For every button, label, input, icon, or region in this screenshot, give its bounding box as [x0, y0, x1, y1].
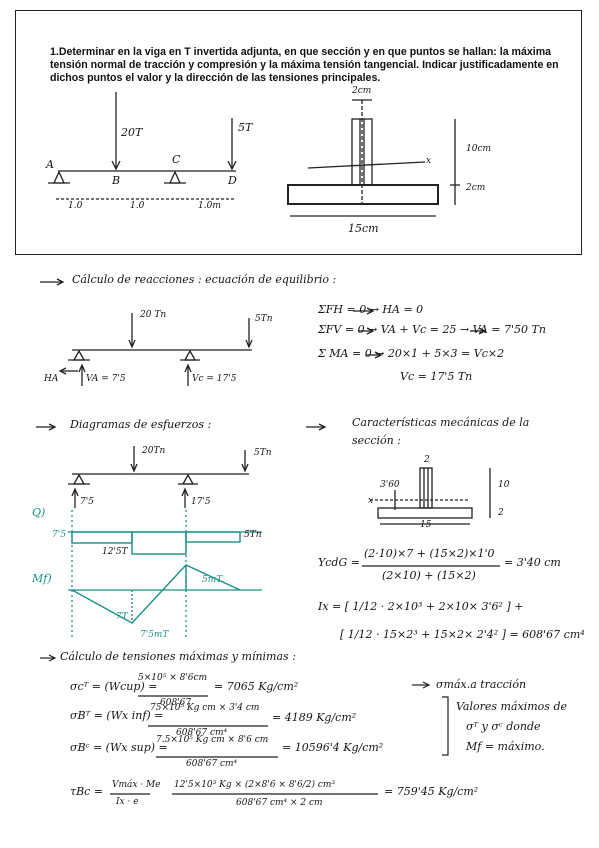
fig1-span2: 1.0: [130, 201, 145, 211]
fig1-span3: 1.0m: [198, 201, 221, 211]
s4-note-2: σᵀ y σᶜ donde: [466, 720, 541, 733]
s4-l3-num: 7.5×10⁵ Kg cm × 8'6 cm: [156, 735, 269, 745]
shear-right: [185, 531, 241, 543]
s4-l3-res: = 10596'4 Kg/cm²: [282, 741, 384, 754]
s4-l1-res: = 7065 Kg/cm²: [214, 680, 299, 693]
s4-l1-note: σmáx.a tracción: [436, 678, 527, 691]
s1-vc: Vc = 17'5: [192, 374, 237, 384]
s4-l4-lhs: τBc =: [70, 785, 104, 798]
s2-heading: Diagramas de esfuerzos :: [70, 418, 212, 431]
s2-r2: 17'5: [191, 497, 211, 507]
s1-load1: 20 Tn: [140, 310, 167, 320]
s4-l2-lhs: σBᵀ = (Wx inf) =: [70, 709, 164, 722]
fig1-support-a: [52, 170, 66, 184]
s1-va: VA = 7'5: [86, 374, 126, 384]
s4-l1-num: 5×10⁵ × 8'6cm: [138, 673, 208, 683]
s2-q-label: Q): [32, 506, 46, 519]
s4-l4-frac-den: Ix · e: [116, 797, 139, 807]
s4-l2-den: 608'67 cm⁴: [176, 728, 228, 738]
s1-eq2: ΣFV = 0 → VA + Vc = 25 → VA = 7'50 Tn: [318, 323, 546, 336]
s4-l2-res: = 4189 Kg/cm²: [272, 711, 357, 724]
bracket: [442, 696, 449, 756]
section-web-height: 10cm: [466, 144, 492, 154]
fig1-load-b: 20T: [121, 126, 143, 139]
s1-eq3: Σ MA = 0 → 20×1 + 5×3 = Vc×2: [318, 347, 505, 360]
s2-sec-fl: 2: [498, 508, 504, 518]
s2-load1: 20Tn: [142, 446, 166, 456]
s3-ix-line1: Ix = [ 1/12 · 2×10³ + 2×10× 3'6² ] +: [318, 600, 524, 613]
fig1-pt-a: A: [46, 158, 54, 171]
s2-m3: 5mT: [202, 575, 223, 585]
fig1-pt-c: C: [172, 153, 181, 166]
s3-ycg-den: (2×10) + (15×2): [382, 569, 476, 582]
section-web-width: 2cm: [352, 86, 372, 96]
fig1-load-d: 5T: [238, 121, 253, 134]
s4-l1-den: 608'67: [160, 698, 192, 708]
s1-eq3b: Vc = 17'5 Tn: [400, 370, 473, 383]
s2-sec-x: x: [368, 496, 374, 506]
s4-l4-den: 608'67 cm⁴ × 2 cm: [236, 798, 323, 808]
s2-m2: 7'5mT: [140, 630, 169, 640]
s4-heading: Cálculo de tensiones máximas y mínimas :: [60, 650, 296, 663]
s3-ix-line2: [ 1/12 · 15×2³ + 15×2× 2'4² ] = 608'67 c…: [340, 628, 585, 641]
shear-negative: [131, 531, 187, 555]
s4-l4-num: 12'5×10³ Kg × (2×8'6 × 8'6/2) cm³: [174, 780, 336, 790]
s2-v1: 7'5: [52, 530, 66, 540]
s2-v3: 5Tn: [244, 530, 262, 540]
s3-ycg-res: = 3'40 cm: [504, 556, 561, 569]
s2-sec-h: 10: [498, 480, 510, 490]
s4-l2-num: 75×10⁵ Kg cm × 3'4 cm: [150, 703, 260, 713]
s1-heading: Cálculo de reacciones : ecuación de equi…: [72, 273, 337, 286]
s4-note-1: Valores máximos de: [456, 700, 567, 713]
s2-v2: 12'5T: [102, 547, 128, 557]
section-flange-height: 2cm: [466, 183, 486, 193]
s4-note-3: Mf = máximo.: [466, 740, 545, 753]
s1-eq1: ΣFH = 0 → HA = 0: [318, 303, 424, 316]
s2-sec-web: 2: [424, 455, 430, 465]
s4-l4-frac-num: Vmáx · Me: [112, 780, 161, 790]
s3-ycg-lhs: YcdG =: [318, 556, 360, 569]
s4-l4-res: = 759'45 Kg/cm²: [384, 785, 479, 798]
moment-diagram: [71, 564, 241, 624]
section-axis-x: x: [426, 156, 432, 166]
s3-ycg-num: (2·10)×7 + (15×2)×1'0: [364, 547, 495, 560]
s4-l1-lhs: σcᵀ = (Wcup) =: [70, 680, 158, 693]
section-flange-width: 15cm: [348, 222, 379, 235]
section-flange: [287, 184, 439, 205]
fig1-support-c: [168, 170, 182, 184]
s4-l3-den: 608'67 cm⁴: [186, 759, 238, 769]
s2-r1: 7'5: [80, 497, 94, 507]
s1-ha: HA: [44, 374, 59, 384]
shear-positive: [71, 531, 133, 544]
s1-load2: 5Tn: [255, 314, 273, 324]
problem-statement: 1.Determinar en la viga en T invertida a…: [50, 46, 559, 84]
fig1-pt-b: B: [112, 174, 121, 187]
s2-load2: 5Tn: [254, 448, 272, 458]
s2-m1: 7T: [116, 612, 128, 622]
s2-heading2: Características mecánicas de la sección …: [352, 416, 530, 447]
s2-sec-cg: 3'60: [380, 480, 400, 490]
problem-frame: [15, 10, 582, 255]
s4-l3-lhs: σBᶜ = (Wx sup) =: [70, 741, 168, 754]
s2-m-label: Mf): [32, 572, 52, 585]
fig1-pt-d: D: [228, 174, 237, 187]
s2-sec-w: 15: [420, 520, 432, 530]
fig1-span1: 1.0: [68, 201, 83, 211]
